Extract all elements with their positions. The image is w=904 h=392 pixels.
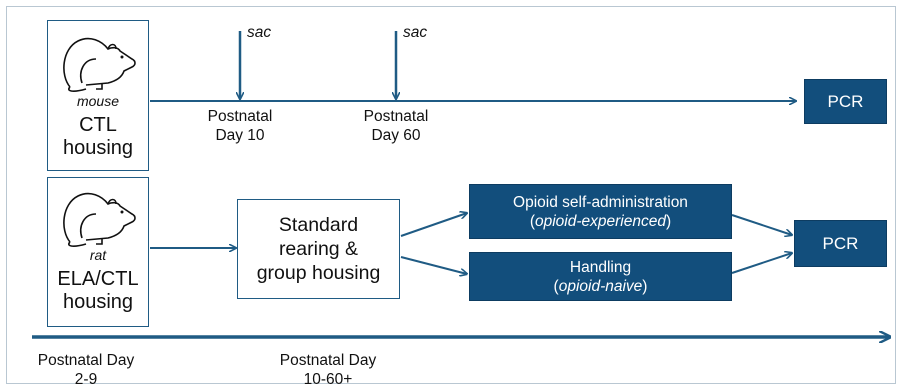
rat-icon <box>63 192 136 247</box>
mouse-housing-line1: CTL <box>79 114 117 136</box>
standard-rearing-box: Standard rearing & group housing <box>237 199 400 299</box>
timeline-label-day10-60: Postnatal Day 10-60+ <box>279 352 377 388</box>
mouse-ctl-box: mouse CTL housing <box>47 20 149 171</box>
rearing-to-handling-arrow <box>400 256 467 274</box>
rat-pcr-box: PCR <box>794 220 887 267</box>
sac-label-day10: sac <box>247 24 272 41</box>
opioid-self-administration-box: Opioid self-administration (opioid-exper… <box>469 184 732 239</box>
handling-box: Handling (opioid-naive) <box>469 252 732 301</box>
mouse-species-label: mouse <box>76 93 120 109</box>
rat-housing-line2: housing <box>62 291 134 313</box>
timeline-label-day2-9: Postnatal Day 2-9 <box>37 352 135 388</box>
mouse-housing-line2: housing <box>62 137 134 159</box>
opioid-to-pcr-arrow <box>731 214 792 235</box>
mouse-icon <box>63 37 136 92</box>
rearing-to-opioid-arrow <box>400 213 467 237</box>
rat-ela-ctl-box: rat ELA/CTL housing <box>47 177 149 327</box>
timepoint-day10-label: Postnatal Day 10 <box>207 108 273 144</box>
rat-housing-line1: ELA/CTL <box>57 268 139 290</box>
sac-label-day60: sac <box>403 24 428 41</box>
timepoint-day60-label: Postnatal Day 60 <box>363 108 429 144</box>
diagram-frame <box>6 6 896 384</box>
handling-to-pcr-arrow <box>731 253 792 274</box>
mouse-pcr-box: PCR <box>804 79 887 124</box>
rat-species-label: rat <box>89 247 107 263</box>
